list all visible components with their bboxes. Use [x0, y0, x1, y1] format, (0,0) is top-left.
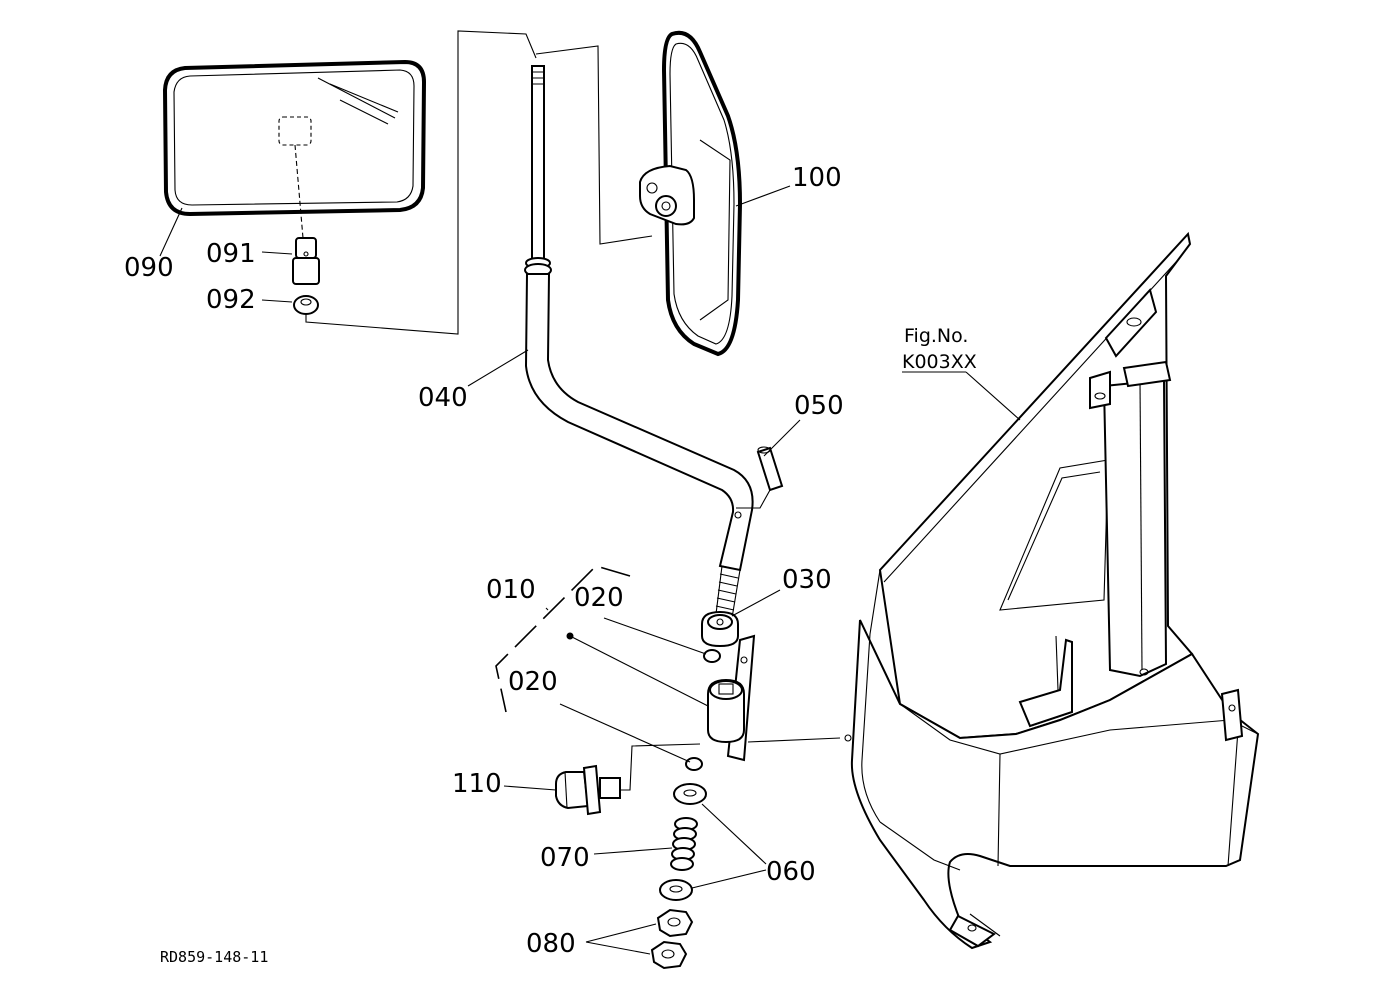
spring-070 [670, 817, 698, 871]
pin-050 [756, 446, 784, 492]
bolt-110 [555, 764, 621, 816]
washer-092 [293, 295, 319, 315]
assembly-line-092 [305, 30, 537, 335]
callout-030: 030 [782, 565, 832, 595]
mirror-side-100 [639, 30, 743, 357]
callout-110: 110 [452, 769, 502, 799]
callout-070: 070 [540, 843, 590, 873]
callout-020-lower: 020 [508, 667, 558, 697]
drawing-reference-code: RD859-148-11 [160, 948, 268, 966]
callout-060: 060 [766, 857, 816, 887]
nut-080 [650, 908, 694, 970]
callout-080: 080 [526, 929, 576, 959]
stay-rod-040 [524, 65, 754, 619]
bracket-assembly-010 [495, 565, 756, 771]
callout-090: 090 [124, 253, 174, 283]
leader-lines [159, 185, 1021, 955]
washer-060 [659, 783, 707, 901]
fender-frame [844, 231, 1260, 950]
mirror-090 [162, 59, 427, 239]
nut-091 [292, 237, 320, 285]
callout-091: 091 [206, 239, 256, 269]
callout-050: 050 [794, 391, 844, 421]
figure-ref-line2: K003XX [902, 351, 977, 373]
assembly-line-110 [618, 743, 701, 791]
callout-020-upper: 020 [574, 583, 624, 613]
assembly-line-fender [747, 737, 841, 743]
figure-ref-line1: Fig.No. [904, 325, 968, 347]
callout-010: 010 [486, 575, 536, 605]
callout-040: 040 [418, 383, 468, 413]
callout-labels: 090 091 092 040 100 050 030 010 020 020 … [124, 163, 977, 966]
callout-092: 092 [206, 285, 256, 315]
callout-100: 100 [792, 163, 842, 193]
assembly-line-100 [535, 45, 653, 245]
